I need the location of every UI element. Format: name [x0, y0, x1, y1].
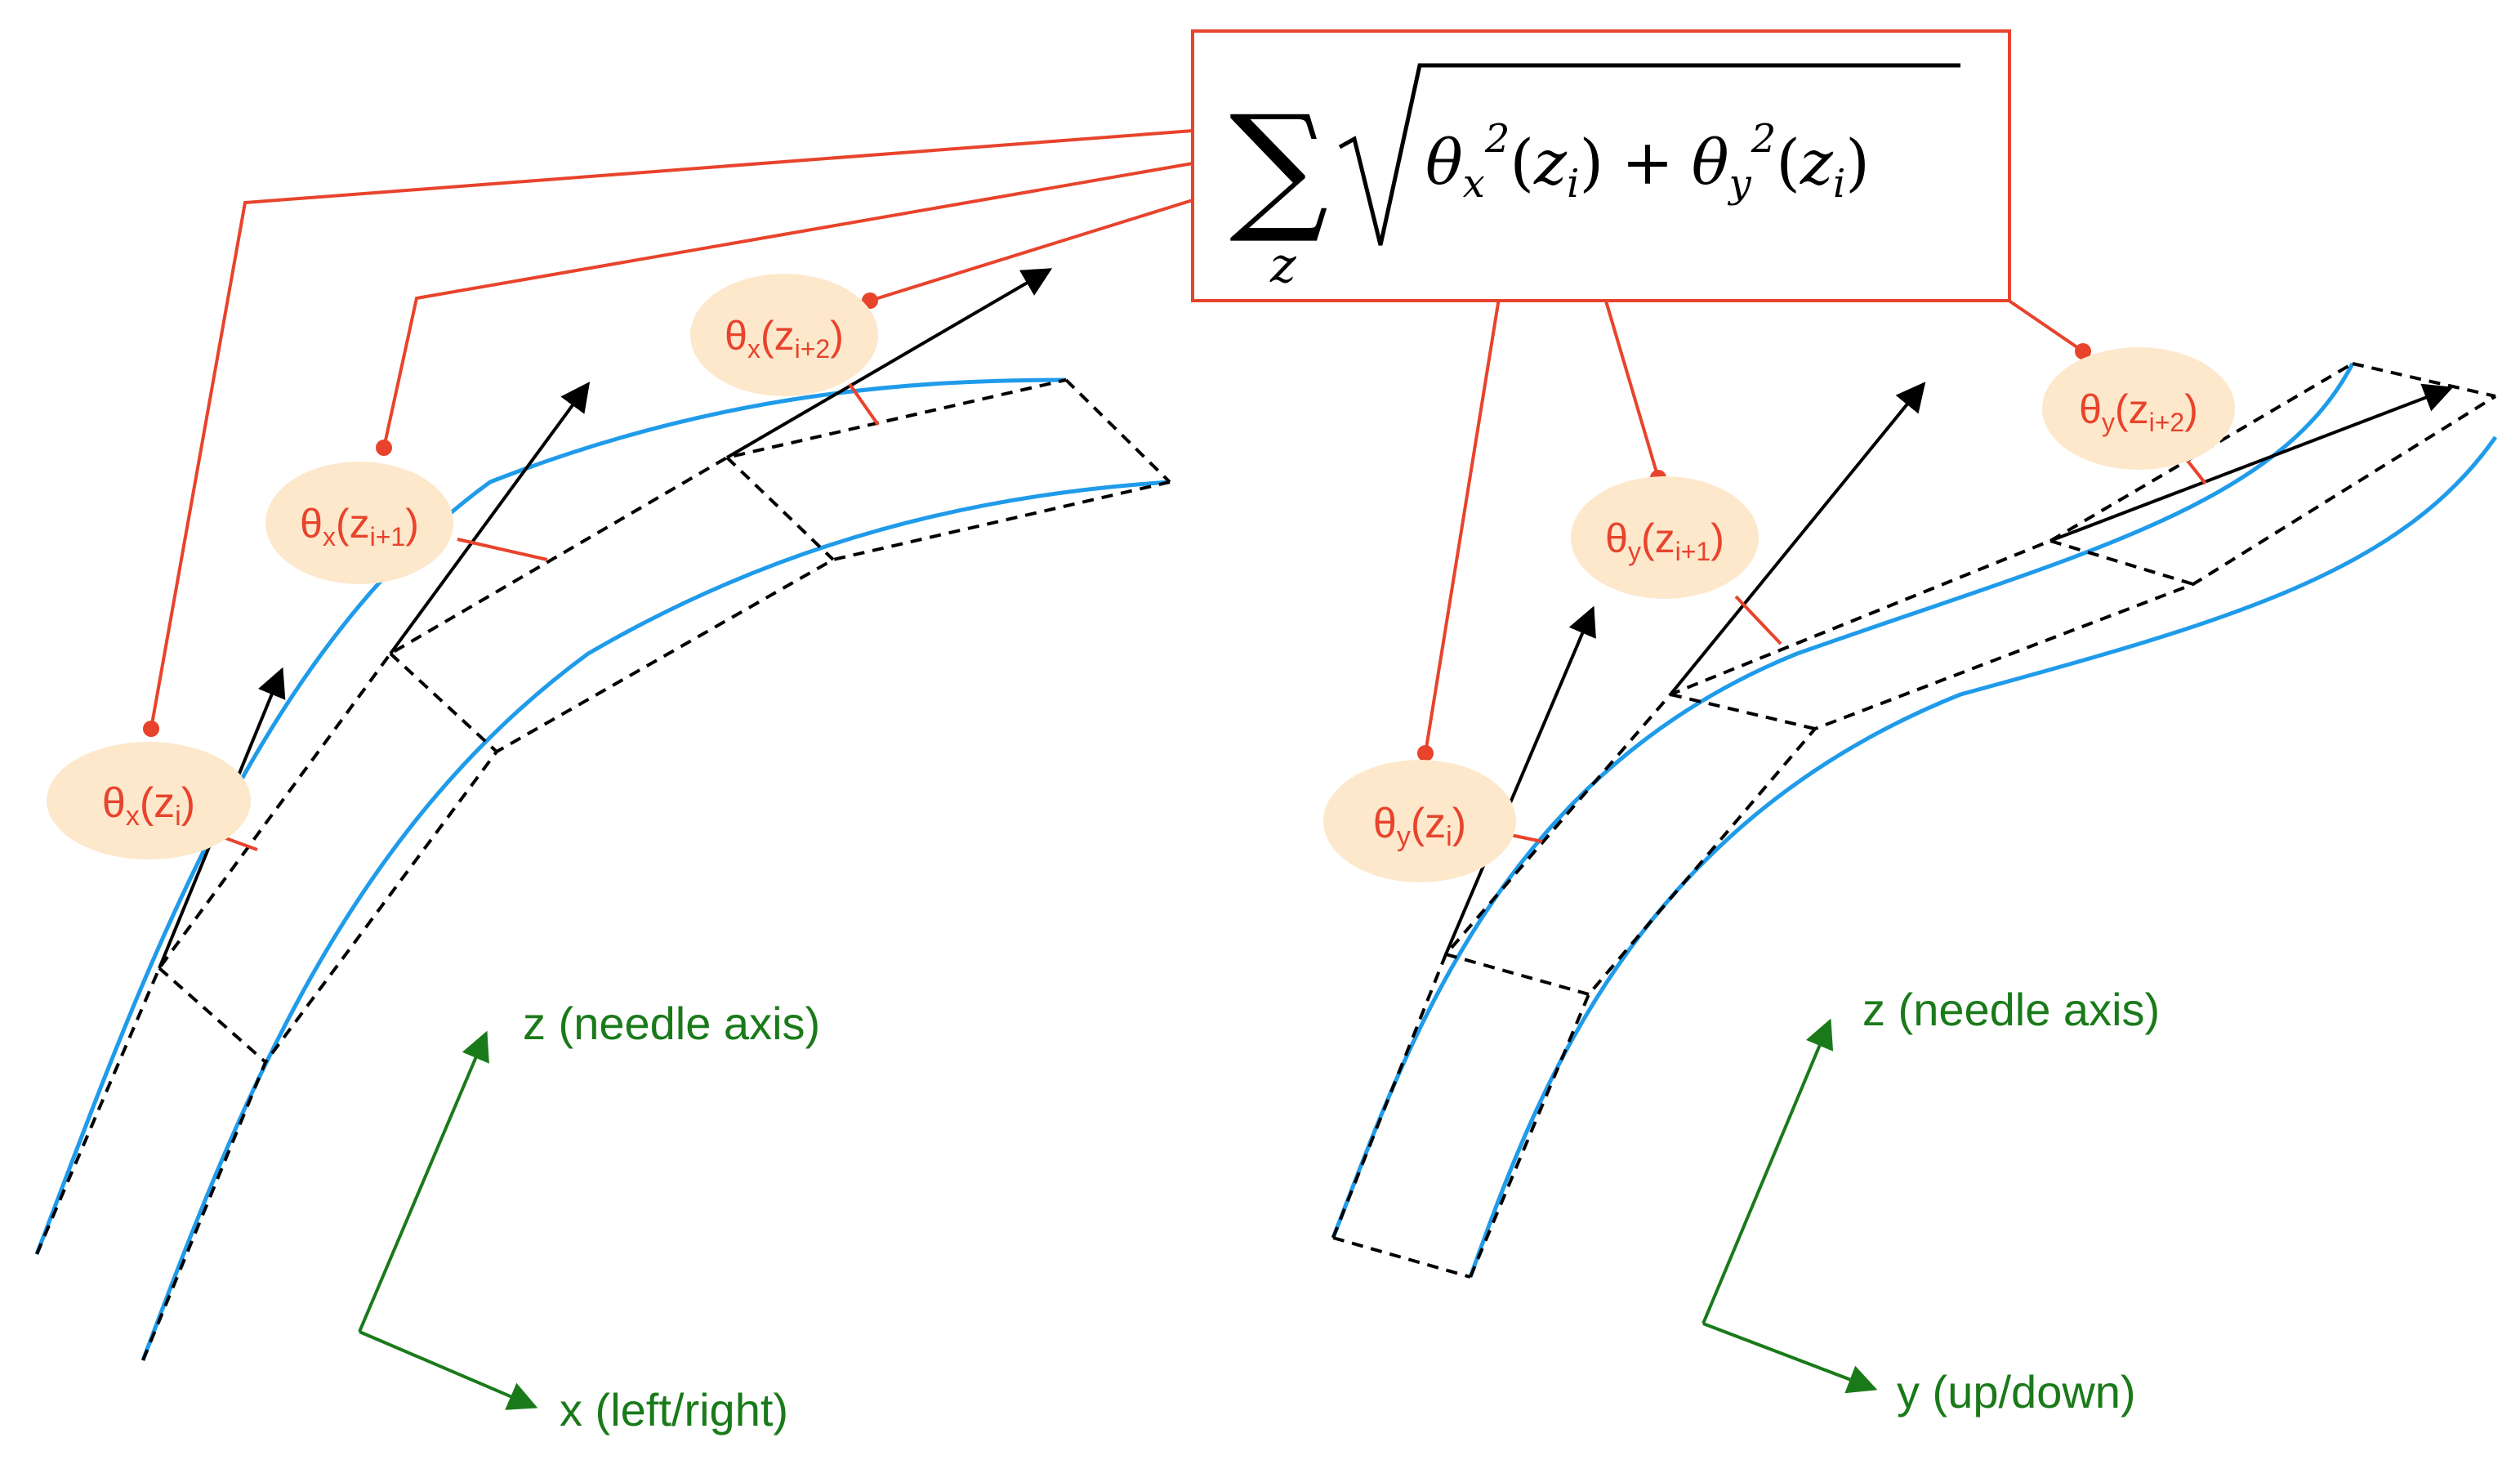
formula-sum-index: z [1269, 237, 1296, 294]
label-theta-x-zi1: θx(zi+1) [265, 462, 453, 584]
svg-text:θx(zi): θx(zi) [102, 779, 195, 832]
label-theta-y-zi: θy(zi) [1323, 760, 1516, 882]
right-y-axis-arrow [1702, 1322, 1878, 1394]
left-angle-ticks [212, 382, 880, 851]
left-x-axis-label: x (left/right) [560, 1384, 788, 1435]
formula-radical-sign [1338, 63, 1960, 246]
svg-text:θy(zi+1): θy(zi+1) [1605, 516, 1724, 566]
left-x-axis-arrow [359, 1330, 538, 1410]
right-tangent-arrow-1 [1444, 605, 1596, 955]
svg-text:θx(zi+1): θx(zi+1) [300, 501, 419, 551]
left-formula-leaders [149, 129, 1193, 730]
right-z-axis-arrow [1702, 1018, 1834, 1324]
right-tangent-arrow-3 [2049, 383, 2454, 542]
left-z-axis-arrow [358, 1030, 489, 1333]
left-needle-edge-outer [140, 480, 1171, 1361]
label-theta-y-zi2: θy(zi+2) [2042, 347, 2235, 470]
left-axes [358, 1030, 538, 1410]
left-tangent-arrows [158, 268, 1053, 969]
right-needle-edge-inner [1331, 362, 2355, 1239]
formula-sum-symbol: ∑ [1229, 86, 1328, 248]
left-segment-outline [35, 378, 1171, 1361]
right-tangent-arrows [1444, 382, 2454, 955]
formula-box: ∑ z θx2(zi)+θy2(zi) [1191, 29, 2011, 302]
right-formula-leaders [1424, 297, 2085, 754]
right-panel: θy(zi) θy(zi+1) θy(zi+2) z (needle axis)… [1323, 297, 2498, 1418]
left-tangent-arrow-3 [725, 268, 1053, 459]
label-theta-x-zi: θx(zi) [47, 742, 251, 859]
svg-text:θy(zi+2): θy(zi+2) [2079, 386, 2198, 437]
left-tangent-arrow-2 [389, 382, 591, 655]
right-needle-edge-outer [1468, 435, 2498, 1278]
svg-text:θx(zi+2): θx(zi+2) [725, 313, 844, 364]
right-tangent-arrow-2 [1669, 382, 1926, 696]
left-leader-dots [143, 292, 878, 737]
right-y-axis-label: y (up/down) [1897, 1366, 2136, 1418]
label-theta-y-zi1: θy(zi+1) [1571, 476, 1759, 599]
svg-text:θy(zi): θy(zi) [1373, 800, 1466, 852]
left-z-axis-label: z (needle axis) [523, 998, 820, 1049]
right-axes [1702, 1018, 1878, 1394]
right-z-axis-label: z (needle axis) [1862, 984, 2160, 1035]
label-theta-x-zi2: θx(zi+2) [690, 274, 878, 396]
left-panel: θx(zi) θx(zi+1) θx(zi+2) z (needle axis)… [34, 129, 1193, 1435]
formula-radicand: θx2(zi)+θy2(zi) [1425, 116, 1870, 207]
